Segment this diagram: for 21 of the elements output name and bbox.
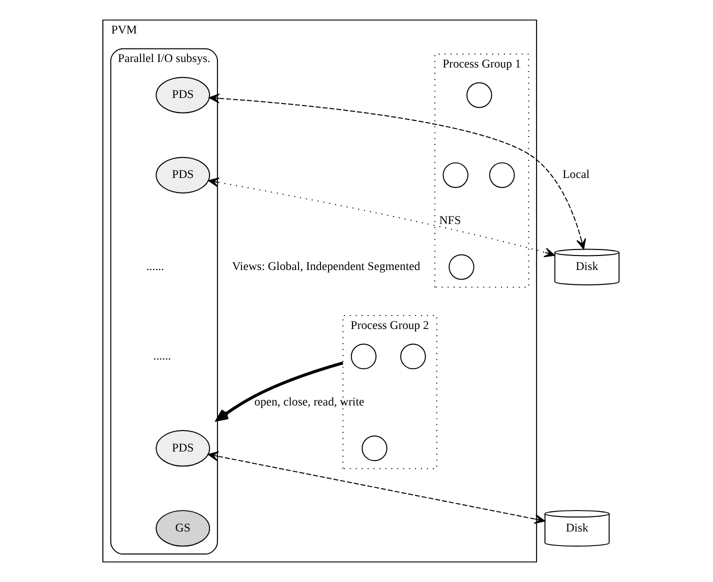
arrow [208,93,586,250]
node-circle [350,344,376,370]
edge-label: open, close, read, write [254,394,364,408]
node-ellipse: PDS [155,156,210,194]
edge-label: NFS [438,213,460,228]
node-ellipse: PDS [155,76,210,114]
arrow [208,177,555,258]
node-circle [466,82,492,108]
edge-label: Local [562,167,590,182]
node-circle [361,435,387,462]
node-circle [488,162,514,188]
arrow [207,451,545,524]
arrow [215,362,343,422]
node-ellipse: PDS [155,430,210,467]
node-circle [448,254,474,280]
label: ...... [146,259,164,274]
node-circle [442,162,468,188]
node-ellipse: GS [155,510,210,547]
label: Views: Global, Independent Segmented [232,259,420,274]
label: ...... [152,348,171,363]
node-circle [400,344,426,370]
